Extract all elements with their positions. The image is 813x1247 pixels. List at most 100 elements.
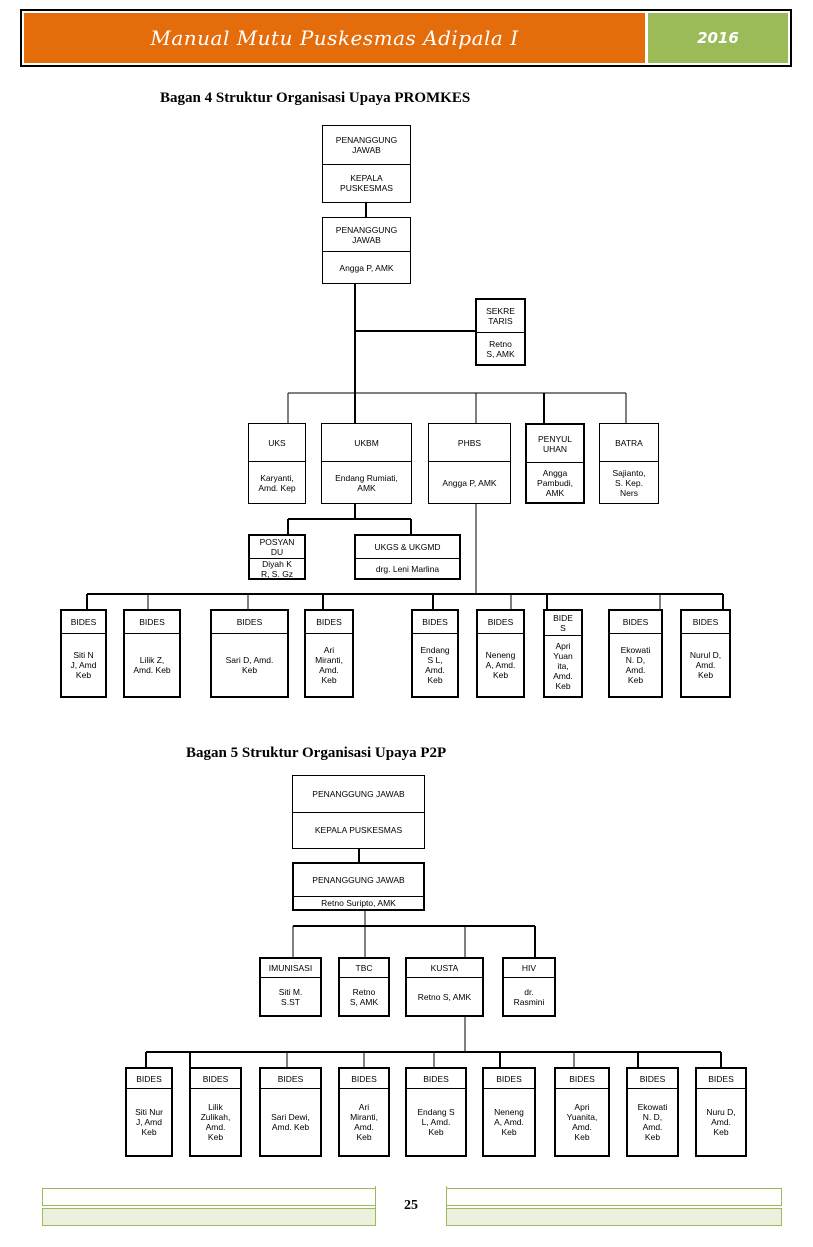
- unit-label: PENYUL UHAN: [537, 433, 572, 454]
- unit-label: PHBS: [457, 437, 482, 448]
- p2p-bides-1: BIDES Siti Nur J, Amd Keb: [125, 1067, 173, 1157]
- bides-label: BIDES: [422, 617, 448, 627]
- p2p-bides-4: BIDES Ari Miranti, Amd. Keb: [338, 1067, 390, 1157]
- p2p-head1-box: PENANGGUNG JAWAB KEPALA PUSKESMAS: [292, 775, 425, 849]
- promkes-head2-box: PENANGGUNG JAWAB Angga P, AMK: [322, 217, 411, 284]
- page-number: 25: [375, 1186, 447, 1226]
- header-title: Manual Mutu Puskesmas Adipala I: [24, 13, 645, 63]
- promkes-head2-name: Angga P, AMK: [323, 251, 410, 283]
- bides-label: BIDES: [136, 1073, 162, 1084]
- p2p-head2-name: Retno Suripto, AMK: [294, 896, 423, 909]
- bides-name: Sari D, Amd. Keb: [212, 633, 287, 696]
- bides-name: Neneng A, Amd. Keb: [478, 633, 523, 696]
- bides-label: BIDES: [277, 1073, 304, 1084]
- promkes-secretary-name: Retno S, AMK: [477, 332, 524, 364]
- subunit-label: POSYAN DU: [259, 537, 295, 557]
- bides-name: Siti N J, Amd Keb: [62, 633, 105, 696]
- bides-label: BIDES: [351, 1073, 377, 1084]
- bides-label: BIDES: [487, 617, 514, 627]
- p2p-head1-label: PENANGGUNG JAWAB: [312, 788, 405, 799]
- unit-label: BATRA: [615, 437, 643, 448]
- bides-name: Sari Dewi, Amd. Keb: [261, 1088, 320, 1155]
- promkes-head1-box: PENANGGUNG JAWAB KEPALA PUSKESMAS: [322, 125, 411, 203]
- bides-name: Apri Yuanita, Amd. Keb: [556, 1088, 608, 1155]
- promkes-head1-label: PENANGGUNG JAWAB: [335, 134, 398, 155]
- bides-label: BIDES: [639, 1073, 666, 1084]
- bides-name: Endang S L, Amd. Keb: [413, 633, 457, 696]
- bides-label: BIDES: [70, 617, 97, 627]
- bides-label: BIDES: [692, 617, 719, 627]
- p2p-head2-label: PENANGGUNG JAWAB: [312, 875, 405, 885]
- bides-label: BIDES: [708, 1073, 734, 1084]
- promkes-bides-8: BIDES Ekowati N. D, Amd. Keb: [608, 609, 663, 698]
- bides-name: Ari Miranti, Amd. Keb: [306, 633, 352, 696]
- promkes-unit-penyuluhan: PENYUL UHAN Angga Pambudi, AMK: [525, 423, 585, 504]
- bides-label: BIDES: [316, 617, 342, 627]
- unit-name: Sajianto, S. Kep. Ners: [600, 461, 658, 503]
- promkes-bides-1: BIDES Siti N J, Amd Keb: [60, 609, 107, 698]
- unit-name: Angga Pambudi, AMK: [527, 462, 583, 502]
- unit-name: Siti M. S.ST: [261, 977, 320, 1015]
- bides-label: BIDES: [423, 1073, 449, 1084]
- p2p-unit-hiv: HIV dr. Rasmini: [502, 957, 556, 1017]
- bides-label: BIDE S: [553, 613, 573, 633]
- p2p-bides-5: BIDES Endang S L, Amd. Keb: [405, 1067, 467, 1157]
- unit-name: dr. Rasmini: [504, 977, 554, 1015]
- promkes-head1-name: KEPALA PUSKESMAS: [323, 163, 410, 203]
- p2p-bides-6: BIDES Neneng A, Amd. Keb: [482, 1067, 536, 1157]
- promkes-subunit-ukgs: UKGS & UKGMD drg. Leni Marlina: [354, 534, 461, 580]
- unit-name: Angga P, AMK: [429, 461, 510, 503]
- unit-label: HIV: [521, 963, 537, 973]
- chart-title-p2p: Bagan 5 Struktur Organisasi Upaya P2P: [186, 745, 447, 761]
- p2p-head2-box: PENANGGUNG JAWAB Retno Suripto, AMK: [292, 862, 425, 911]
- bides-name: Nuru D, Amd. Keb: [697, 1088, 745, 1155]
- bides-name: Endang S L, Amd. Keb: [407, 1088, 465, 1155]
- chart-title-promkes: Bagan 4 Struktur Organisasi Upaya PROMKE…: [160, 90, 471, 106]
- promkes-bides-5: BIDES Endang S L, Amd. Keb: [411, 609, 459, 698]
- unit-label: TBC: [355, 963, 373, 973]
- bides-name: Nurul D, Amd. Keb: [682, 633, 729, 696]
- subunit-label: UKGS & UKGMD: [374, 542, 441, 552]
- promkes-unit-ukbm: UKBM Endang Rumiati, AMK: [321, 423, 412, 504]
- unit-name: Endang Rumiati, AMK: [322, 461, 411, 503]
- bides-name: Neneng A, Amd. Keb: [484, 1088, 534, 1155]
- promkes-unit-phbs: PHBS Angga P, AMK: [428, 423, 511, 504]
- header-year: 2016: [648, 13, 788, 63]
- bides-label: BIDES: [236, 617, 263, 627]
- p2p-bides-2: BIDES Lilik Zulikah, Amd. Keb: [189, 1067, 242, 1157]
- bides-label: BIDES: [622, 617, 649, 627]
- bides-name: Ekowati N. D, Amd. Keb: [628, 1088, 677, 1155]
- p2p-bides-8: BIDES Ekowati N. D, Amd. Keb: [626, 1067, 679, 1157]
- subunit-name: Diyah K R, S. Gz: [250, 558, 304, 578]
- unit-label: UKBM: [354, 437, 379, 448]
- bides-name: Lilik Z, Amd. Keb: [125, 633, 179, 696]
- promkes-bides-9: BIDES Nurul D, Amd. Keb: [680, 609, 731, 698]
- bides-name: Ekowati N. D, Amd. Keb: [610, 633, 661, 696]
- promkes-secretary-label: SEKRE TARIS: [486, 306, 515, 326]
- unit-name: Retno S, AMK: [340, 977, 388, 1015]
- promkes-subunit-posyandu: POSYAN DU Diyah K R, S. Gz: [248, 534, 306, 580]
- promkes-bides-3: BIDES Sari D, Amd. Keb: [210, 609, 289, 698]
- bides-label: BIDES: [202, 1073, 229, 1084]
- p2p-bides-7: BIDES Apri Yuanita, Amd. Keb: [554, 1067, 610, 1157]
- bides-label: BIDES: [569, 1073, 595, 1084]
- promkes-bides-6: BIDES Neneng A, Amd. Keb: [476, 609, 525, 698]
- p2p-unit-imunisasi: IMUNISASI Siti M. S.ST: [259, 957, 322, 1017]
- unit-label: IMUNISASI: [268, 963, 313, 973]
- p2p-head1-name: KEPALA PUSKESMAS: [293, 811, 424, 849]
- bides-name: Ari Miranti, Amd. Keb: [340, 1088, 388, 1155]
- bides-name: Siti Nur J, Amd Keb: [127, 1088, 171, 1155]
- unit-name: Karyanti, Amd. Kep: [249, 461, 305, 503]
- p2p-unit-kusta: KUSTA Retno S, AMK: [405, 957, 484, 1017]
- promkes-bides-4: BIDES Ari Miranti, Amd. Keb: [304, 609, 354, 698]
- promkes-bides-2: BIDES Lilik Z, Amd. Keb: [123, 609, 181, 698]
- promkes-bides-7: BIDE S Apri Yuan ita, Amd. Keb: [543, 609, 583, 698]
- unit-label: KUSTA: [430, 963, 459, 973]
- p2p-bides-9: BIDES Nuru D, Amd. Keb: [695, 1067, 747, 1157]
- p2p-bides-3: BIDES Sari Dewi, Amd. Keb: [259, 1067, 322, 1157]
- promkes-secretary-box: SEKRE TARIS Retno S, AMK: [475, 298, 526, 366]
- promkes-unit-batra: BATRA Sajianto, S. Kep. Ners: [599, 423, 659, 504]
- bides-label: BIDES: [139, 617, 165, 627]
- promkes-unit-uks: UKS Karyanti, Amd. Kep: [248, 423, 306, 504]
